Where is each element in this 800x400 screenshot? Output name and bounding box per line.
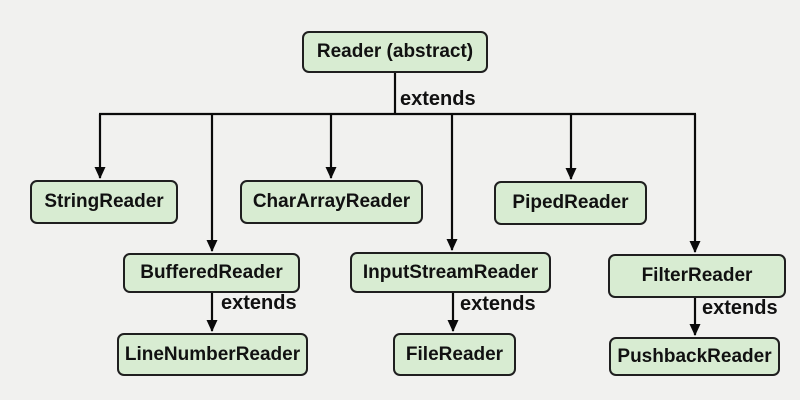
node-string-reader: StringReader bbox=[30, 180, 178, 224]
edge-label-inputstream-file-extends: extends bbox=[460, 293, 536, 315]
node-linenumber-reader: LineNumberReader bbox=[117, 333, 308, 376]
edge-label-top-extends: extends bbox=[400, 88, 476, 110]
edge-label-buffered-linenumber-extends: extends bbox=[221, 292, 297, 314]
node-filter-reader: FilterReader bbox=[608, 254, 786, 298]
node-piped-reader: PipedReader bbox=[494, 181, 647, 225]
node-pushback-reader: PushbackReader bbox=[609, 337, 780, 376]
edge-label-filter-pushback-extends: extends bbox=[702, 297, 778, 319]
node-buffered-reader: BufferedReader bbox=[123, 253, 300, 293]
node-chararray-reader: CharArrayReader bbox=[240, 180, 423, 224]
node-file-reader: FileReader bbox=[393, 333, 516, 376]
node-reader-abstract: Reader (abstract) bbox=[302, 31, 488, 73]
node-inputstream-reader: InputStreamReader bbox=[350, 252, 551, 293]
